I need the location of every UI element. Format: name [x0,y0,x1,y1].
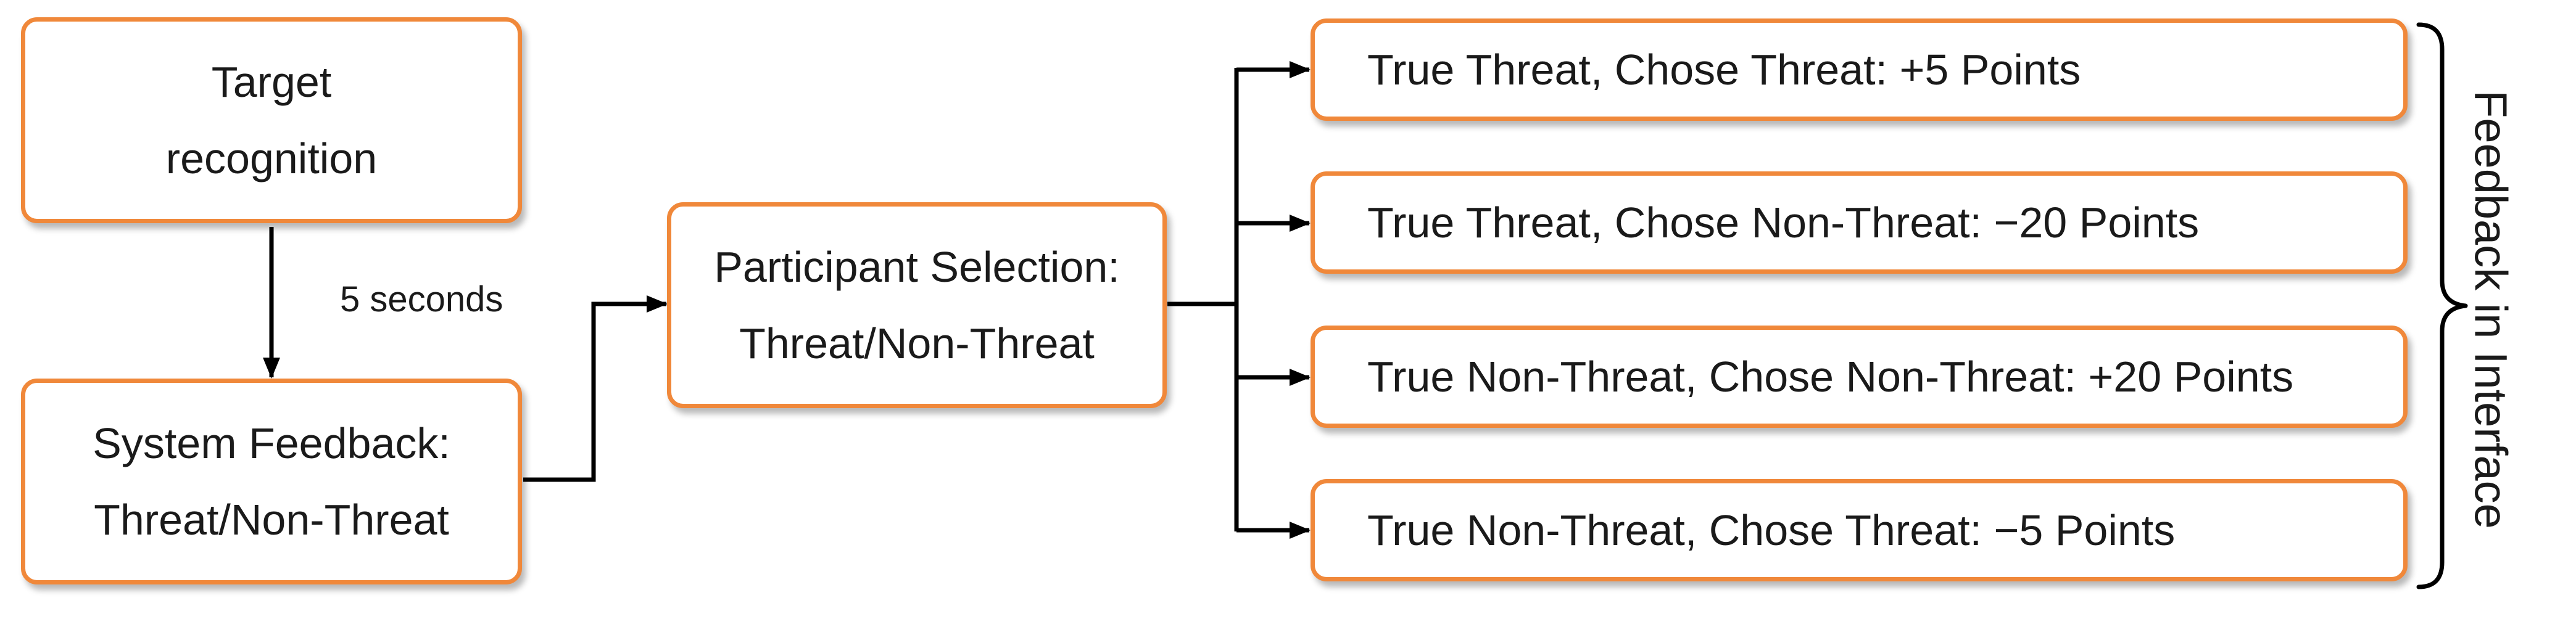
outcome-label-1: True Threat, Chose Threat: +5 Points [1367,46,2081,94]
outcome-label-2: True Threat, Chose Non-Threat: −20 Point… [1367,199,2200,247]
outcome-box-4: True Non-Threat, Chose Threat: −5 Points [1311,479,2408,581]
participant-line-2: Threat/Non-Threat [739,319,1095,367]
target-line-2: recognition [165,134,378,182]
system-feedback-box: System Feedback: Threat/Non-Threat [21,379,522,584]
participant-line-1: Participant Selection: [714,243,1120,291]
outcome-label-4: True Non-Threat, Chose Threat: −5 Points [1367,506,2176,554]
arrow-system-feedback-to-participant [523,295,668,482]
target-line-1: Target [211,58,332,106]
system-feedback-line-1: System Feedback: [93,419,450,467]
delay-label: 5 seconds [340,279,503,319]
target-recognition-box: Target recognition [21,17,522,223]
feedback-bracket [2416,22,2468,589]
outcome-box-1: True Threat, Chose Threat: +5 Points [1311,18,2408,121]
outcome-box-2: True Threat, Chose Non-Threat: −20 Point… [1311,171,2408,274]
participant-selection-box: Participant Selection: Threat/Non-Threat [667,202,1167,408]
system-feedback-line-2: Threat/Non-Threat [94,496,449,544]
outcome-box-3: True Non-Threat, Chose Non-Threat: +20 P… [1311,326,2408,428]
outcome-label-3: True Non-Threat, Chose Non-Threat: +20 P… [1367,353,2294,401]
bracket-label: Feedback in Interface [2465,90,2517,529]
